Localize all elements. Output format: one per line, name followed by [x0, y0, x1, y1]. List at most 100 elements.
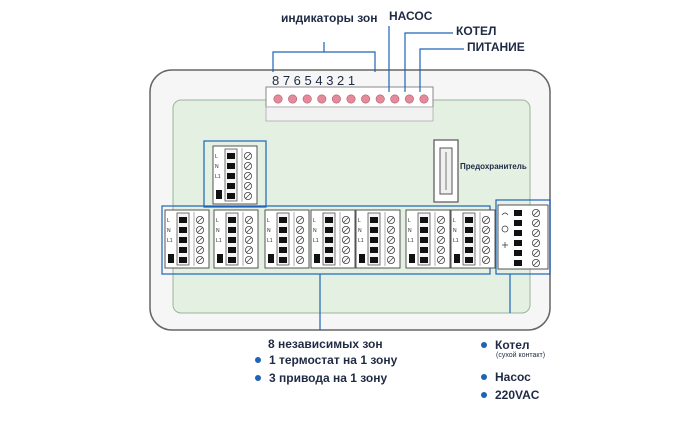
terminal-text-label: L1	[167, 238, 173, 244]
screw-slot	[246, 247, 252, 253]
terminal-pin	[370, 217, 378, 223]
connector-jack	[314, 254, 320, 263]
pump-info: Насос	[481, 370, 531, 384]
pump-symbol-icon	[501, 225, 509, 233]
screw-slot	[245, 163, 251, 169]
terminal-text-label: L	[408, 218, 411, 224]
terminal-pin	[514, 210, 522, 216]
terminal-pin	[325, 217, 333, 223]
bullet-icon	[481, 373, 487, 380]
screw-slot	[483, 227, 489, 233]
terminal-pin	[179, 227, 187, 233]
zones-item-1-text: 1 термостат на 1 зону	[269, 353, 398, 367]
terminal-module: LN L1	[212, 145, 258, 205]
terminal-text-label: L1	[313, 238, 319, 244]
screw-slot	[245, 193, 251, 199]
led-indicator	[302, 94, 312, 104]
terminal-pin	[370, 227, 378, 233]
terminal-text-label: N	[267, 228, 271, 234]
zones-item-1: 1 термостат на 1 зону	[255, 353, 397, 367]
led-indicator	[273, 94, 283, 104]
pump-label: НАСОС	[389, 9, 433, 23]
screw-slot	[388, 247, 394, 253]
terminal-pin	[279, 247, 287, 253]
zone-digits: 8 7 6 5 4 3 2 1	[272, 73, 356, 88]
terminal-pin	[228, 217, 236, 223]
terminal-text-label: N	[215, 164, 219, 170]
connector-jack	[168, 254, 174, 263]
terminal-pin	[227, 153, 235, 159]
screw-slot	[343, 257, 349, 263]
terminal-pin	[420, 247, 428, 253]
screw-slot	[533, 230, 539, 236]
fuse-label: Предохранитель	[460, 162, 527, 171]
terminal-pin	[227, 183, 235, 189]
zone-indicators-label: индикаторы зон	[281, 11, 378, 25]
terminal-pin	[228, 227, 236, 233]
screw-slot	[297, 237, 303, 243]
screw-slot	[388, 237, 394, 243]
terminal-text-label: L1	[408, 238, 414, 244]
screw-slot	[297, 257, 303, 263]
terminal-pin	[420, 237, 428, 243]
terminal-pin	[325, 247, 333, 253]
terminal-text-label: L1	[453, 238, 459, 244]
screw-slot	[483, 247, 489, 253]
connector-jack	[409, 254, 415, 263]
led-indicator	[317, 94, 327, 104]
bullet-icon	[255, 356, 261, 363]
led-indicator	[404, 94, 414, 104]
terminal-pin	[227, 193, 235, 199]
terminal-text-label: L	[358, 218, 361, 224]
terminal-pin	[514, 230, 522, 236]
screw-slot	[533, 260, 539, 266]
screw-slot	[533, 250, 539, 256]
terminal-text-label: L1	[358, 238, 364, 244]
terminal-pin	[465, 247, 473, 253]
screw-slot	[297, 217, 303, 223]
screw-slot	[388, 217, 394, 223]
zones-title: 8 независимых зон	[268, 337, 383, 351]
screw-slot	[246, 257, 252, 263]
pump-info-text: Насос	[495, 370, 531, 384]
terminal-text-label: L1	[215, 174, 221, 180]
zones-item-2-text: 3 привода на 1 зону	[269, 371, 388, 385]
power-leader	[419, 48, 464, 92]
led-indicator	[390, 94, 400, 104]
led-indicator	[375, 94, 385, 104]
bullet-icon	[481, 341, 487, 348]
terminal-pin	[279, 217, 287, 223]
terminal-text-label: L	[215, 154, 218, 160]
terminal-text-label: N	[167, 228, 171, 234]
terminal-pin	[465, 257, 473, 263]
bullet-icon	[255, 374, 261, 381]
terminal-pin	[420, 257, 428, 263]
screw-slot	[343, 227, 349, 233]
terminal-pin	[179, 257, 187, 263]
screw-slot	[483, 237, 489, 243]
terminal-pin	[465, 227, 473, 233]
led-group	[273, 94, 429, 104]
led-indicator	[346, 94, 356, 104]
boiler-label: КОТЕЛ	[456, 24, 497, 38]
boiler-frame	[495, 199, 551, 275]
terminal-pin	[370, 247, 378, 253]
connector-jack	[454, 254, 460, 263]
terminal-pin	[279, 237, 287, 243]
terminal-pin	[179, 217, 187, 223]
terminal-text-label: L1	[267, 238, 273, 244]
terminal-pin	[420, 217, 428, 223]
power-info: 220VAC	[481, 388, 539, 402]
power-label: ПИТАНИЕ	[467, 40, 525, 54]
screw-slot	[343, 247, 349, 253]
terminal-pin	[370, 257, 378, 263]
led-strip-base	[265, 106, 434, 122]
screw-slot	[343, 237, 349, 243]
